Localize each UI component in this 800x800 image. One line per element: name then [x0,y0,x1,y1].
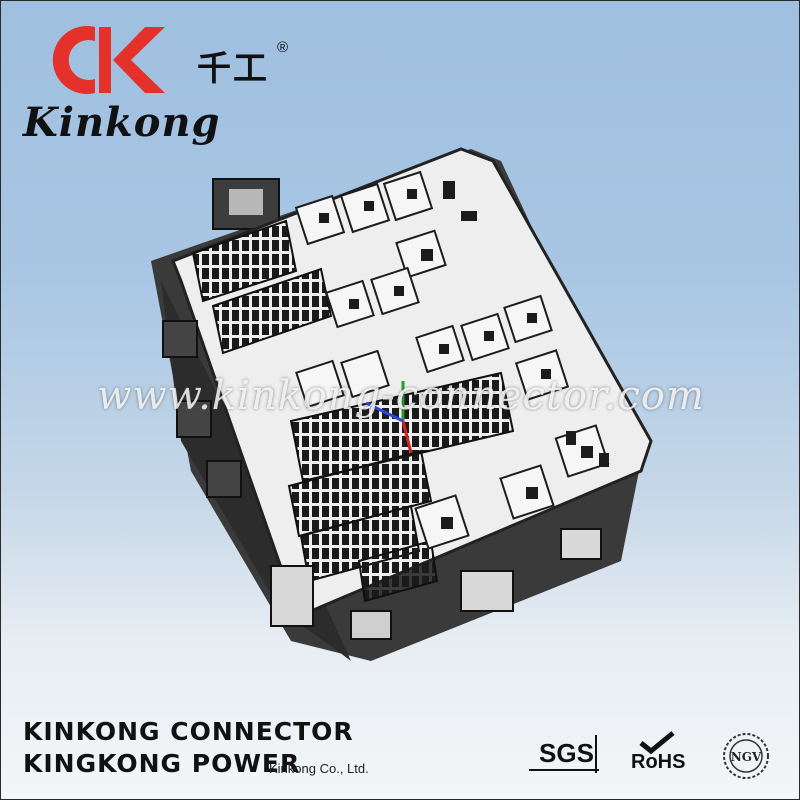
rohs-certification-mark: RoHS [631,751,686,773]
sgs-divider [595,735,597,773]
company-name-line2: KINGKONG POWER [23,749,301,778]
chinese-brand-name: 千工 [197,49,269,89]
website-watermark: www.kinkong-connector.com [97,373,705,419]
fuse-terminals [319,181,609,529]
relay-sockets [294,170,610,550]
sgs-certification-mark: SGS [539,738,594,768]
svg-text:NGV: NGV [731,750,762,764]
kinkong-logo-icon [52,26,165,94]
rohs-check-icon [639,731,675,755]
brand-script-name: Kinkong [23,99,221,146]
company-name-line1: KINKONG CONNECTOR [23,717,354,746]
company-legal-name: Kinkong Co., Ltd. [269,761,369,776]
ngv-seal-icon: NGV [723,733,769,779]
sgs-underline [529,769,599,771]
registered-mark: ® [277,39,289,56]
connector-slots [191,219,515,603]
fuse-box-product-image [151,147,653,661]
